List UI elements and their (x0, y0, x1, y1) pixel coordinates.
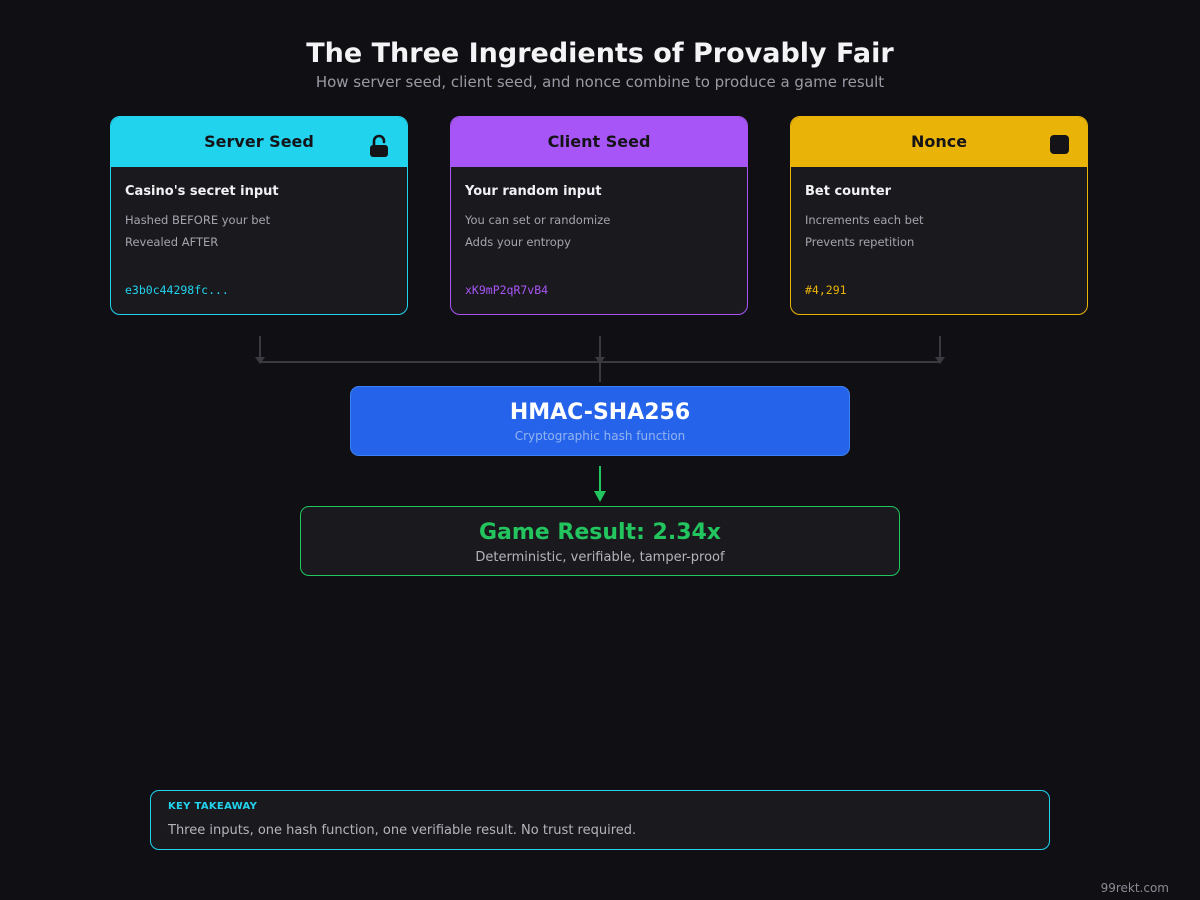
square-icon (1050, 135, 1069, 154)
server-seed-value: e3b0c44298fc... (125, 283, 229, 297)
client-seed-heading: Client Seed (547, 132, 651, 151)
result-arrowhead (594, 491, 606, 502)
nonce-card-title: Bet counter (805, 184, 892, 199)
client-seed-detail: You can set or randomize (465, 213, 611, 227)
key-takeaway-box: KEY TAKEAWAY Three inputs, one hash func… (150, 790, 1050, 850)
server-seed-heading: Server Seed (204, 132, 314, 151)
hmac-sha256-box: HMAC-SHA256 Cryptographic hash function (350, 386, 850, 456)
client-seed-card-header: Client Seed (451, 117, 747, 167)
server-seed-card-body: Casino's secret input Hashed BEFORE your… (111, 167, 407, 253)
site-watermark: 99rekt.com (1100, 881, 1169, 895)
client-seed-card-title: Your random input (465, 184, 602, 199)
nonce-detail: Prevents repetition (805, 235, 915, 249)
client-seed-detail: Adds your entropy (465, 235, 571, 249)
server-seed-card-title: Casino's secret input (125, 184, 279, 199)
nonce-card-body: Bet counter Increments each bet Prevents… (791, 167, 1087, 253)
key-takeaway-text: Three inputs, one hash function, one ver… (168, 823, 637, 838)
nonce-card: Nonce Bet counter Increments each bet Pr… (790, 116, 1088, 315)
server-seed-detail: Hashed BEFORE your bet (125, 213, 271, 227)
nonce-card-header: Nonce (791, 117, 1087, 167)
server-seed-detail: Revealed AFTER (125, 235, 219, 249)
key-takeaway-label: KEY TAKEAWAY (168, 801, 258, 812)
server-seed-card-header: Server Seed (111, 117, 407, 167)
server-seed-card: Server Seed Casino's secret input Hashed… (110, 116, 408, 315)
game-result-title: Game Result: 2.34x (478, 520, 721, 545)
client-seed-card-body: Your random input You can set or randomi… (451, 167, 747, 253)
arrowhead (595, 357, 605, 364)
arrowhead (255, 357, 265, 364)
hmac-subtitle: Cryptographic hash function (514, 429, 686, 443)
game-result-subtitle: Deterministic, verifiable, tamper-proof (475, 550, 725, 565)
nonce-value: #4,291 (805, 283, 847, 297)
diagram-title: The Three Ingredients of Provably Fair (306, 38, 894, 69)
nonce-heading: Nonce (910, 132, 968, 151)
diagram-subtitle: How server seed, client seed, and nonce … (315, 73, 885, 91)
arrowhead (935, 357, 945, 364)
client-seed-value: xK9mP2qR7vB4 (465, 283, 549, 297)
game-result-box: Game Result: 2.34x Deterministic, verifi… (300, 506, 900, 576)
hmac-title: HMAC-SHA256 (509, 400, 691, 425)
nonce-detail: Increments each bet (805, 213, 924, 227)
client-seed-card: Client Seed Your random input You can se… (450, 116, 748, 315)
unlocked-padlock-icon (370, 134, 388, 157)
